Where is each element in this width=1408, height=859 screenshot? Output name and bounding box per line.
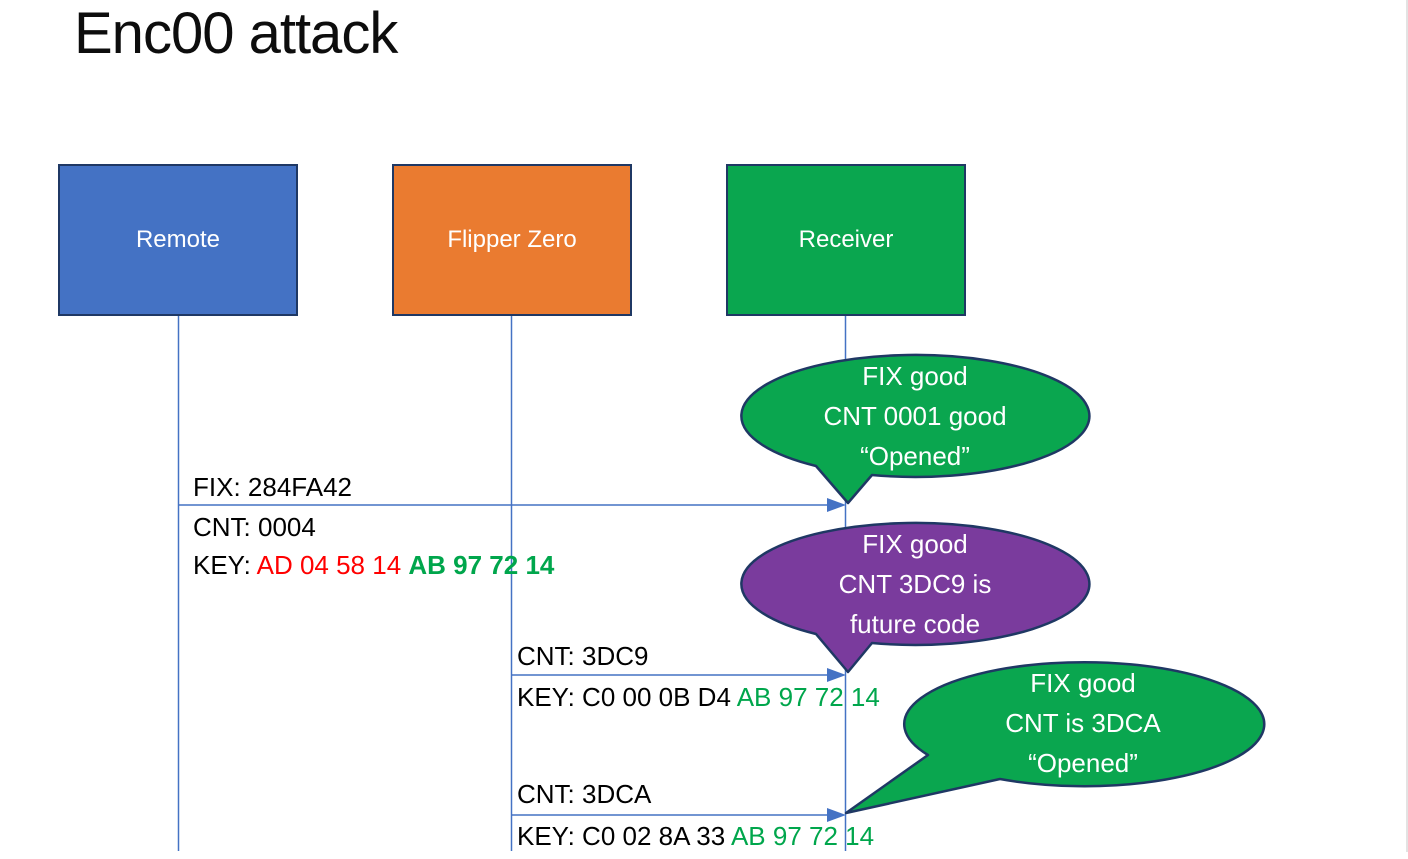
actor-box-remote: Remote bbox=[58, 164, 298, 316]
msg3-key-prefix: KEY: C0 02 8A 33 bbox=[517, 821, 731, 851]
msg3-cnt-text: CNT: 3DCA bbox=[517, 779, 652, 809]
msg1-cnt-line: CNT: 0004 bbox=[193, 512, 316, 542]
callout3-line2: CNT is 3DCA bbox=[1005, 708, 1161, 738]
actor-box-receiver: Receiver bbox=[726, 164, 966, 316]
msg2-cnt-line: CNT: 3DC9 bbox=[517, 641, 648, 671]
callout3-line1: FIX good bbox=[1030, 668, 1136, 698]
slide-right-edge bbox=[1406, 0, 1408, 852]
actor-label-flipper-zero: Flipper Zero bbox=[447, 226, 577, 253]
callout3-line3: “Opened” bbox=[1028, 748, 1138, 778]
actor-label-receiver: Receiver bbox=[798, 226, 894, 253]
slide-title: Enc00 attack bbox=[74, 1, 398, 66]
msg1-fix-text: FIX: 284FA42 bbox=[193, 472, 352, 502]
msg2-key-green: AB 97 72 14 bbox=[736, 682, 880, 712]
msg1-fix-line: FIX: 284FA42 bbox=[193, 472, 352, 502]
callout1-line3: “Opened” bbox=[860, 441, 970, 471]
callout-text-opened-1: FIX good CNT 0001 good “Opened” bbox=[741, 356, 1089, 476]
msg3-cnt-line: CNT: 3DCA bbox=[517, 779, 651, 809]
msg1-cnt-text: CNT: 0004 bbox=[193, 512, 316, 542]
msg2-key-prefix: KEY: C0 00 0B D4 bbox=[517, 682, 737, 712]
callout-bubble-receiver-opened-2 bbox=[844, 660, 1266, 815]
callout1-line1: FIX good bbox=[862, 361, 968, 391]
msg3-key-line: KEY: C0 02 8A 33 AB 97 72 14 bbox=[517, 821, 874, 851]
msg1-key-green: AB 97 72 14 bbox=[408, 550, 555, 580]
msg1-key-red: AD 04 58 14 bbox=[256, 550, 409, 580]
msg1-key-prefix: KEY: bbox=[193, 550, 257, 580]
callout-bubble-receiver-opened-1 bbox=[740, 353, 1091, 505]
actor-label-remote: Remote bbox=[135, 226, 221, 253]
callout-bubble-receiver-future-code bbox=[740, 521, 1091, 674]
arrowhead-msg3 bbox=[827, 808, 846, 822]
msg2-key-line: KEY: C0 00 0B D4 AB 97 72 14 bbox=[517, 682, 880, 712]
callout1-line2: CNT 0001 good bbox=[823, 401, 1007, 431]
msg1-key-line: KEY: AD 04 58 14 AB 97 72 14 bbox=[193, 550, 554, 580]
callout-text-opened-2: FIX good CNT is 3DCA “Opened” bbox=[903, 662, 1263, 784]
arrowhead-msg1 bbox=[827, 498, 846, 512]
callout2-line1: FIX good bbox=[862, 529, 968, 559]
callout-text-future-code: FIX good CNT 3DC9 is future code bbox=[741, 524, 1089, 644]
msg2-cnt-text: CNT: 3DC9 bbox=[517, 641, 649, 671]
msg3-key-green: AB 97 72 14 bbox=[730, 821, 875, 851]
actor-box-flipper-zero: Flipper Zero bbox=[392, 164, 632, 316]
callout2-line2: CNT 3DC9 is bbox=[838, 569, 992, 599]
arrowhead-msg2 bbox=[827, 668, 846, 682]
callout2-line3: future code bbox=[849, 609, 981, 639]
